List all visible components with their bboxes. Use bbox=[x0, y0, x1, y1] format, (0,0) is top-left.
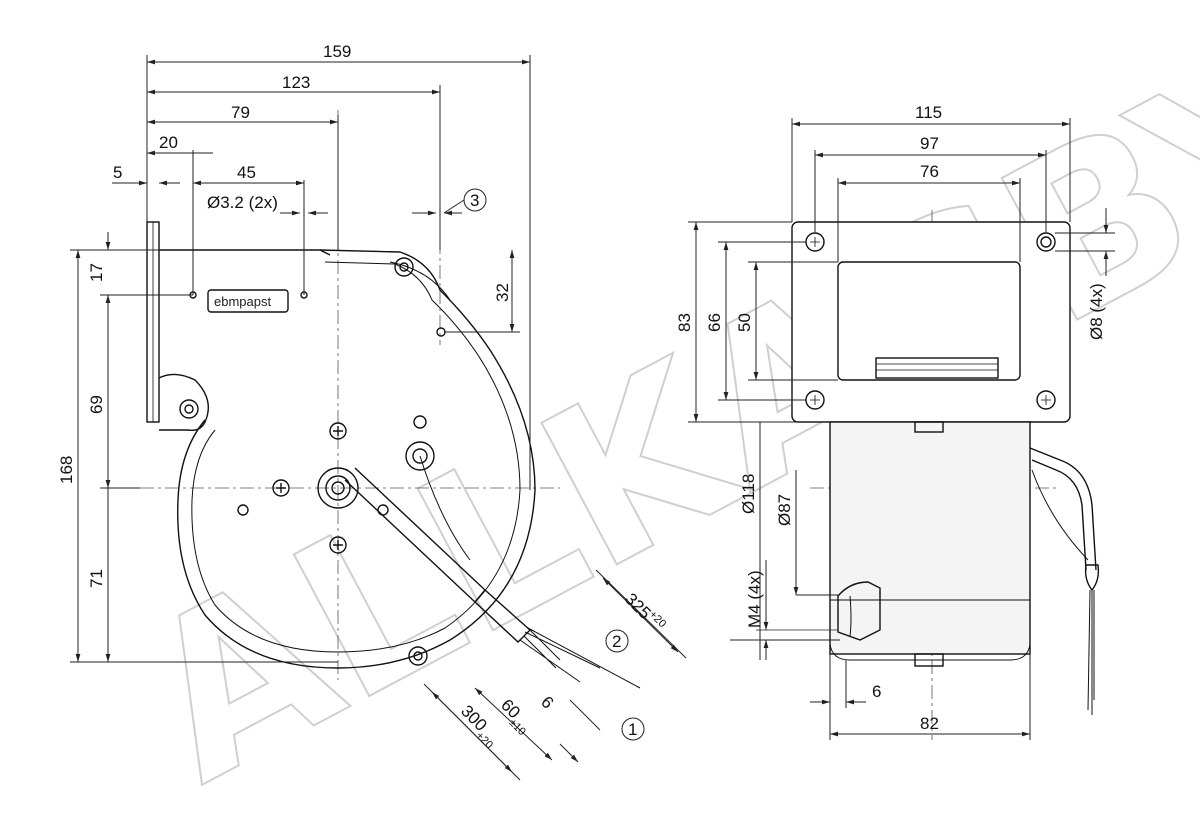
dim-82: 82 bbox=[920, 714, 939, 733]
dim-45: 45 bbox=[237, 163, 256, 182]
side-view bbox=[791, 210, 1100, 740]
dim-159: 159 bbox=[323, 42, 351, 61]
side-dimension-labels: 115 97 76 83 66 50 Ø8 (4x) Ø118 Ø87 M4 (… bbox=[675, 103, 1106, 733]
dim-97: 97 bbox=[920, 134, 939, 153]
dim-60: 60 ±10 bbox=[497, 695, 528, 738]
dim-5: 5 bbox=[113, 163, 122, 182]
dim-66: 66 bbox=[705, 313, 724, 332]
callout-3: 3 bbox=[470, 191, 479, 210]
side-cable bbox=[1029, 447, 1100, 715]
dim-115: 115 bbox=[915, 103, 942, 122]
dim-300-value: 300 bbox=[457, 701, 490, 734]
dim-71: 71 bbox=[87, 569, 106, 588]
dim-dia-118: Ø118 bbox=[739, 474, 758, 514]
dim-32: 32 bbox=[493, 283, 512, 302]
side-flange-plate bbox=[791, 221, 1071, 423]
dim-60-value: 60 bbox=[497, 695, 524, 722]
dim-6-side: 6 bbox=[872, 682, 881, 701]
brand-plate bbox=[207, 289, 289, 313]
callout-1: 1 bbox=[628, 720, 637, 739]
dim-20: 20 bbox=[159, 133, 178, 152]
housing-hole bbox=[436, 327, 446, 337]
housing-screw-top bbox=[394, 257, 414, 277]
housing-screw-bottom bbox=[408, 646, 428, 666]
dim-dia-87: Ø87 bbox=[775, 494, 794, 526]
mounting-flange bbox=[146, 221, 331, 432]
dim-50: 50 bbox=[735, 313, 754, 332]
dim-83: 83 bbox=[675, 313, 694, 332]
side-dimensions bbox=[688, 118, 1115, 740]
outlet-opening bbox=[837, 261, 1021, 381]
connector-plug bbox=[837, 581, 881, 641]
motor-screws bbox=[237, 415, 427, 554]
cable-exit bbox=[344, 455, 641, 689]
callout-2: 2 bbox=[612, 632, 621, 651]
motor-body bbox=[829, 421, 1031, 667]
front-dimensions bbox=[70, 55, 687, 781]
housing-screw-left bbox=[179, 399, 199, 419]
dim-79: 79 bbox=[231, 103, 250, 122]
volute-housing bbox=[177, 249, 536, 669]
brand-label: ebmpapst bbox=[214, 294, 271, 309]
hub bbox=[317, 467, 359, 509]
dim-17: 17 bbox=[87, 263, 106, 282]
dim-hole-dia: Ø3.2 (2x) bbox=[207, 193, 278, 212]
dim-thread: M4 (4x) bbox=[745, 570, 764, 628]
dim-300: 300 +20 bbox=[457, 701, 495, 751]
dim-168: 168 bbox=[57, 456, 76, 484]
dim-6-cable: 6 bbox=[537, 692, 557, 712]
dim-123: 123 bbox=[282, 73, 310, 92]
dim-hole-dia-side: Ø8 (4x) bbox=[1087, 283, 1106, 340]
connector-boss bbox=[405, 441, 435, 471]
dim-76: 76 bbox=[920, 162, 939, 181]
dim-69: 69 bbox=[87, 395, 106, 414]
